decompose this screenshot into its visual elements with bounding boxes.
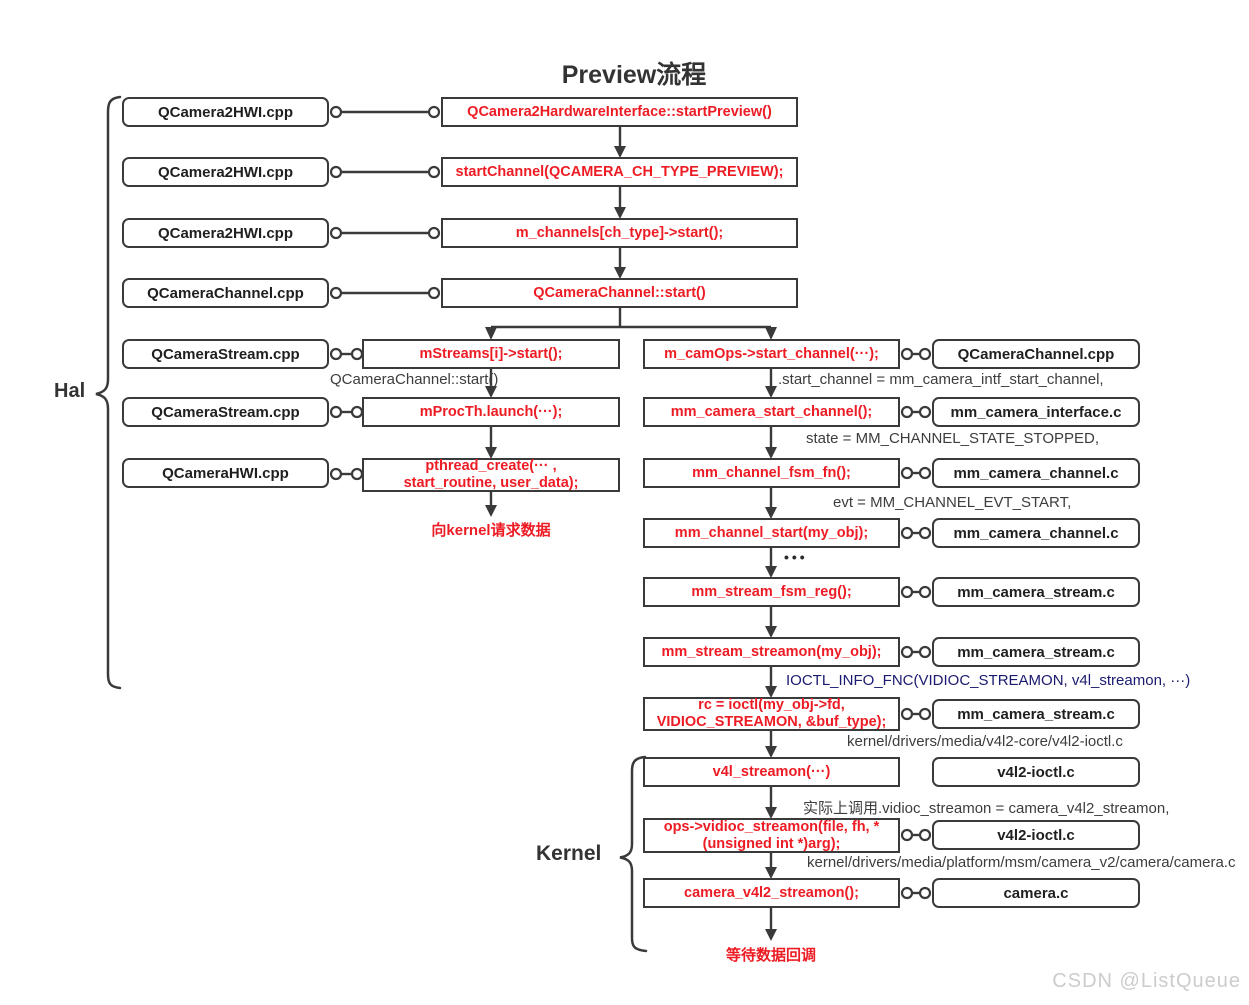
hal-file-node: QCamera2HWI.cpp — [122, 218, 329, 248]
wait-callback-note: 等待数据回调 — [725, 947, 816, 964]
annotation-v4l2-core-path: kernel/drivers/media/v4l2-core/v4l2-ioct… — [847, 733, 1123, 750]
src-file-node: mm_camera_stream.c — [932, 577, 1140, 607]
hal-file-node: QCameraHWI.cpp — [122, 458, 329, 488]
kernel-brace — [619, 755, 648, 953]
ellipsis-dots: ••• — [784, 549, 808, 565]
flow-node-mm-stream-streamon: mm_stream_streamon(my_obj); — [643, 637, 900, 667]
src-file-node: mm_camera_channel.c — [932, 458, 1140, 488]
hal-file-node: QCamera2HWI.cpp — [122, 157, 329, 187]
flow-node-vidioc-streamon: ops->vidioc_streamon(file, fh, * (unsign… — [643, 818, 900, 853]
request-kernel-data-note: 向kernel请求数据 — [431, 522, 551, 539]
connector-dots — [329, 105, 932, 900]
kernel-section-label: Kernel — [536, 842, 602, 865]
flow-node-camops-start-channel: m_camOps->start_channel(···); — [643, 339, 900, 369]
hal-file-node: QCameraStream.cpp — [122, 397, 329, 427]
arrow-heads — [485, 146, 777, 941]
hal-brace — [95, 95, 122, 690]
flow-node-mm-channel-start: mm_channel_start(my_obj); — [643, 518, 900, 548]
flow-node-ioctl-streamon: rc = ioctl(my_obj->fd, VIDIOC_STREAMON, … — [643, 697, 900, 731]
flow-node-camera-v4l2-streamon: camera_v4l2_streamon(); — [643, 878, 900, 908]
page-title: Preview流程 — [561, 61, 707, 89]
annotation-channel-state: state = MM_CHANNEL_STATE_STOPPED, — [806, 430, 1100, 447]
src-file-node: v4l2-ioctl.c — [932, 757, 1140, 787]
src-file-node: mm_camera_stream.c — [932, 637, 1140, 667]
annotation-actual-call: 实际上调用.vidioc_streamon = camera_v4l2_stre… — [803, 800, 1170, 817]
annotation-channel-evt: evt = MM_CHANNEL_EVT_START, — [833, 494, 1072, 511]
annotation-ioctl-info-fnc: IOCTL_INFO_FNC(VIDIOC_STREAMON, v4l_stre… — [786, 672, 1191, 689]
flow-node-mm-camera-start-channel: mm_camera_start_channel(); — [643, 397, 900, 427]
hal-file-node: QCameraChannel.cpp — [122, 278, 329, 308]
flow-node-mm-stream-fsm-reg: mm_stream_fsm_reg(); — [643, 577, 900, 607]
connector-lines — [341, 110, 920, 930]
src-file-node: mm_camera_interface.c — [932, 397, 1140, 427]
csdn-watermark: CSDN @ListQueue — [1052, 970, 1241, 992]
hal-section-label: Hal — [54, 380, 86, 402]
hal-file-node: QCamera2HWI.cpp — [122, 97, 329, 127]
annotation-start-channel-assign: .start_channel = mm_camera_intf_start_ch… — [778, 371, 1104, 388]
flow-node-startpreview: QCamera2HardwareInterface::startPreview(… — [441, 97, 798, 127]
flow-node-mstreams-start: mStreams[i]->start(); — [362, 339, 620, 369]
flow-node-qcamerachannel-start: QCameraChannel::start() — [441, 278, 798, 308]
src-file-node: QCameraChannel.cpp — [932, 339, 1140, 369]
flow-node-mchannels-start: m_channels[ch_type]->start(); — [441, 218, 798, 248]
src-file-node: v4l2-ioctl.c — [932, 820, 1140, 850]
flow-node-mm-channel-fsm-fn: mm_channel_fsm_fn(); — [643, 458, 900, 488]
src-file-node: mm_camera_stream.c — [932, 699, 1140, 729]
annotation-camera-path: kernel/drivers/media/platform/msm/camera… — [807, 854, 1236, 871]
annotation-qcamerachannel-start: QCameraChannel::start() — [330, 371, 499, 388]
src-file-node: camera.c — [932, 878, 1140, 908]
flow-node-mprocth-launch: mProcTh.launch(···); — [362, 397, 620, 427]
hal-file-node: QCameraStream.cpp — [122, 339, 329, 369]
src-file-node: mm_camera_channel.c — [932, 518, 1140, 548]
flow-node-startchannel: startChannel(QCAMERA_CH_TYPE_PREVIEW); — [441, 157, 798, 187]
flow-node-pthread-create: pthread_create(··· , start_routine, user… — [362, 458, 620, 492]
flow-node-v4l-streamon: v4l_streamon(···) — [643, 757, 900, 787]
